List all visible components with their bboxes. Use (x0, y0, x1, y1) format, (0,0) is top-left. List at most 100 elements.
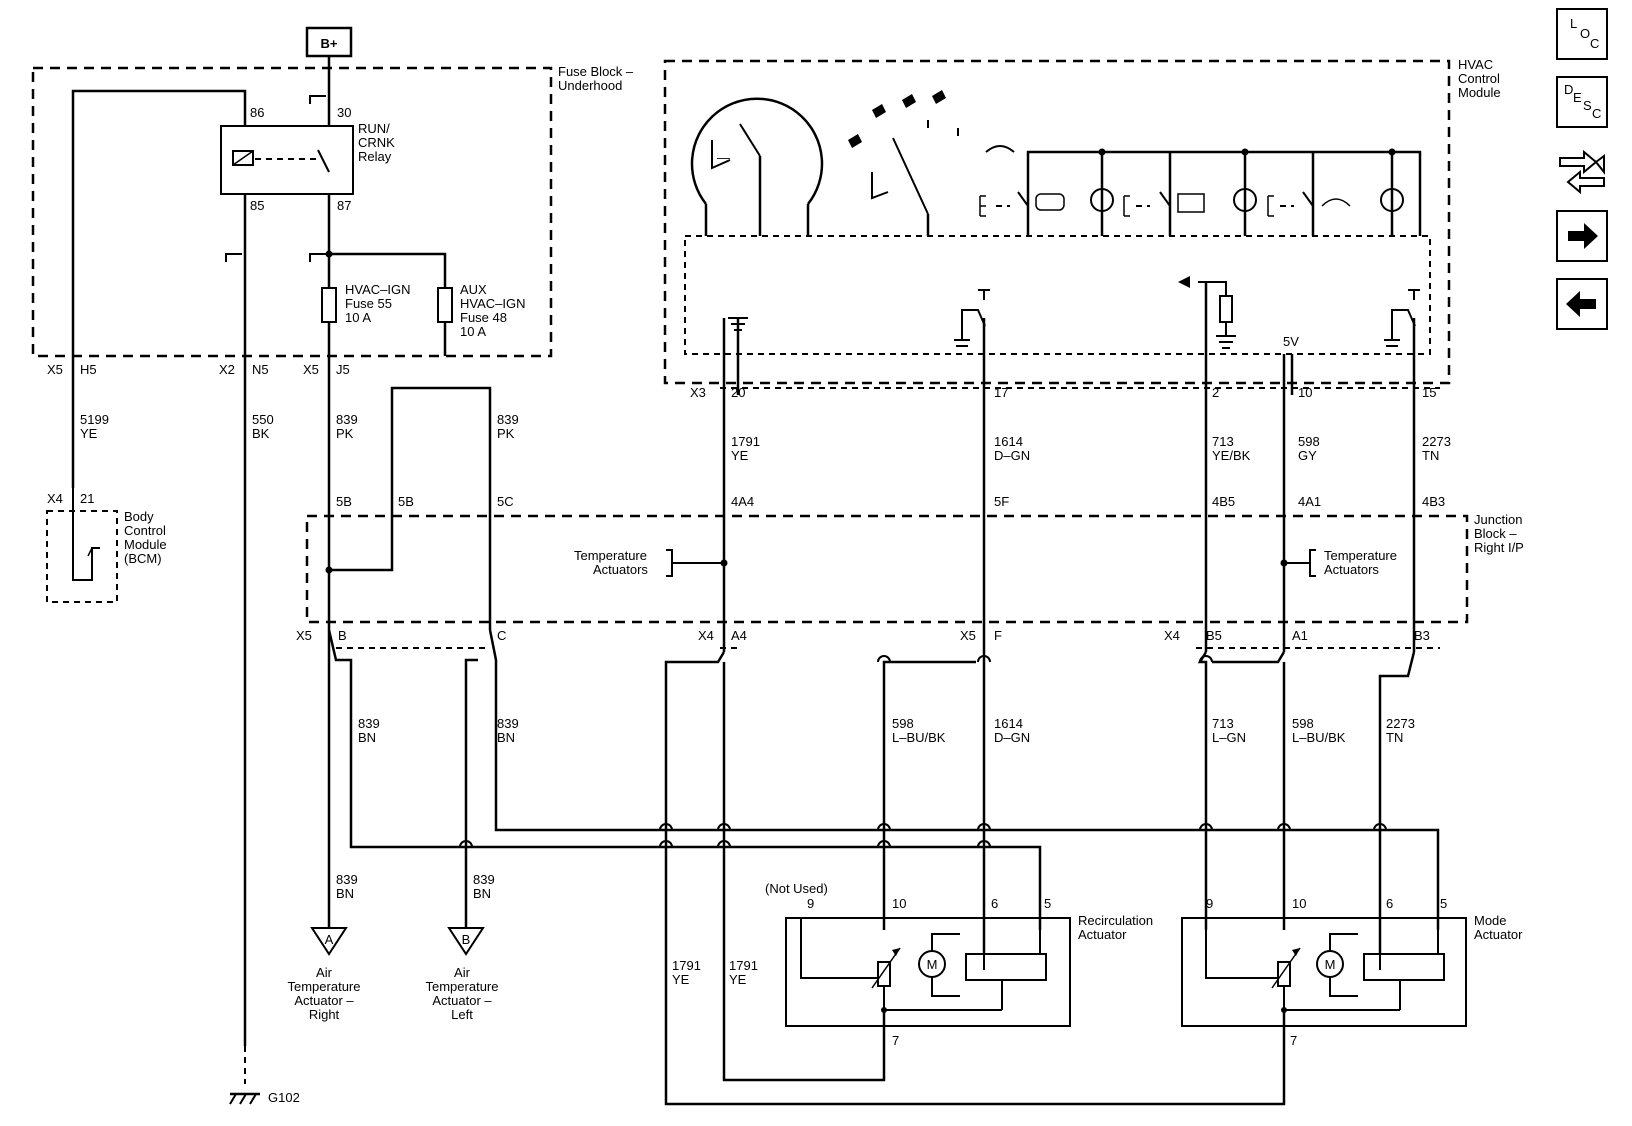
jb-pin-f: F (994, 628, 1002, 643)
air-temp-actuator-right: A Air Temperature Actuator – Right (288, 907, 361, 1022)
jb-temp-right-1: Temperature (1324, 548, 1397, 563)
jb-label-2: Block – (1474, 526, 1517, 541)
wire-839e-num: 839 (336, 872, 358, 887)
wire-1791b-num: 1791 (672, 958, 701, 973)
blower-knob-arc (690, 97, 824, 205)
actuator-right-4: Right (309, 1007, 340, 1022)
mode-pin-10: 10 (1292, 896, 1306, 911)
fuse48-label-1: AUX (460, 282, 487, 297)
wire-598b-num: 598 (892, 716, 914, 731)
wire-1614b-col: D–GN (994, 730, 1030, 745)
wire-839f-num: 839 (473, 872, 495, 887)
fuse48-label-4: 10 A (460, 324, 486, 339)
actuator-left-4: Left (451, 1007, 473, 1022)
wire-839e-col: BN (336, 886, 354, 901)
relay-pin-30: 30 (337, 105, 351, 120)
conn-x4-a4: X4 (698, 628, 714, 643)
jb-temp-left-2: Actuators (593, 562, 648, 577)
wire-839b-num: 839 (497, 412, 519, 427)
wire-2273-num: 2273 (1422, 434, 1451, 449)
jb-label-3: Right I/P (1474, 540, 1524, 555)
recirc-pin-5: 5 (1044, 896, 1051, 911)
recirc-icon (1035, 193, 1065, 211)
jb-pin-4a1: 4A1 (1298, 494, 1321, 509)
wire-598-num: 598 (1298, 434, 1320, 449)
wire-1614-col: D–GN (994, 448, 1030, 463)
desc-c: C (1592, 106, 1601, 121)
actuator-right-1: Air (316, 965, 333, 980)
hvac-control-module: HVAC Control Module — (663, 57, 1501, 400)
wire-labels-lower: 839 BN 839 BN 598 L–BU/BK 1614 D–GN 713 … (336, 716, 1415, 987)
description-button[interactable]: D E S C (1556, 76, 1608, 128)
hvac-5v-label: 5V (1283, 334, 1299, 349)
actuator-right-2: Temperature (288, 979, 361, 994)
wire-839c-col: BN (358, 730, 376, 745)
ground-label: G102 (268, 1090, 300, 1105)
wire-labels-hvac: 1791 YE 1614 D–GN 713 YE/BK 598 GY 2273 … (731, 434, 1451, 463)
jb-pin-5b-b: 5B (398, 494, 414, 509)
arrow-right-icon (1568, 223, 1598, 249)
desc-s: S (1583, 98, 1592, 113)
hvac-label-2: Control (1458, 71, 1500, 86)
wire-598b-col: L–BU/BK (892, 730, 946, 745)
jb-pin-c: C (497, 628, 506, 643)
fuse-block-title: Fuse Block – (558, 64, 634, 79)
relay-name-3: Relay (358, 149, 392, 164)
jb-pin-4a4: 4A4 (731, 494, 754, 509)
mode-label-1: Mode (1474, 913, 1507, 928)
recirc-pin-9: 9 (807, 896, 814, 911)
fuse-block-connectors: X5 H5 X2 N5 X5 J5 (47, 362, 350, 377)
connector-button[interactable] (1556, 142, 1608, 195)
conn-h5: H5 (80, 362, 97, 377)
bcm-label-1: Body (124, 509, 154, 524)
front-defrost-icon (1321, 198, 1351, 207)
jb-pin-b: B (338, 628, 347, 643)
wire-crossings (459, 655, 1387, 848)
relay-pin-85: 85 (250, 198, 264, 213)
previous-page-button[interactable] (1556, 278, 1608, 330)
jb-pin-5c: 5C (497, 494, 514, 509)
fuse-block-underhood: Fuse Block – Underhood 86 30 85 87 RUN/ … (31, 64, 634, 358)
jb-pin-5f: 5F (994, 494, 1009, 509)
mode-controller (1363, 953, 1445, 981)
run-crnk-relay (220, 125, 354, 195)
mode-motor-label: M (1325, 957, 1336, 972)
loc-c: C (1590, 36, 1599, 51)
wire-labels-left: 5199 YE 550 BK 839 PK 839 PK (80, 412, 519, 441)
desc-e: E (1573, 90, 1582, 105)
junction-block: Junction Block – Right I/P 5B 5B 5C 4A4 … (296, 386, 1524, 649)
next-page-button[interactable] (1556, 210, 1608, 262)
fuse-48 (437, 287, 453, 323)
jb-pin-a4: A4 (731, 628, 747, 643)
bcm-label-2: Control (124, 523, 166, 538)
arrow-left-icon (1566, 291, 1596, 317)
lower-harness (327, 629, 1440, 1106)
jb-pin-b3: B3 (1414, 628, 1430, 643)
recirc-motor-label: M (927, 957, 938, 972)
fuse55-label-1: HVAC–IGN (345, 282, 411, 297)
wire-2273-col: TN (1422, 448, 1439, 463)
wire-1791-num: 1791 (731, 434, 760, 449)
fuse55-label-3: 10 A (345, 310, 371, 325)
location-button[interactable]: L O C (1556, 8, 1608, 60)
desc-d: D (1564, 82, 1573, 97)
jb-temp-left-1: Temperature (574, 548, 647, 563)
hvac-label-1: HVAC (1458, 57, 1493, 72)
wire-550-col: BK (252, 426, 270, 441)
jb-temp-right-2: Actuators (1324, 562, 1379, 577)
jb-pin-a1: A1 (1292, 628, 1308, 643)
fuse48-label-2: HVAC–IGN (460, 296, 526, 311)
defrost-icon (985, 145, 1015, 153)
wire-713b-num: 713 (1212, 716, 1234, 731)
wire-550-num: 550 (252, 412, 274, 427)
recirc-label-2: Actuator (1078, 927, 1127, 942)
wire-839a-col: PK (336, 426, 354, 441)
bplus-label: B+ (321, 36, 338, 51)
wire-1791c-num: 1791 (729, 958, 758, 973)
wire-2273b-col: TN (1386, 730, 1403, 745)
ground-g102: G102 (229, 1046, 300, 1105)
actuator-left-3: Actuator – (432, 993, 492, 1008)
wire-1791-col: YE (731, 448, 749, 463)
actuator-right-3: Actuator – (294, 993, 354, 1008)
relay-name-2: CRNK (358, 135, 395, 150)
